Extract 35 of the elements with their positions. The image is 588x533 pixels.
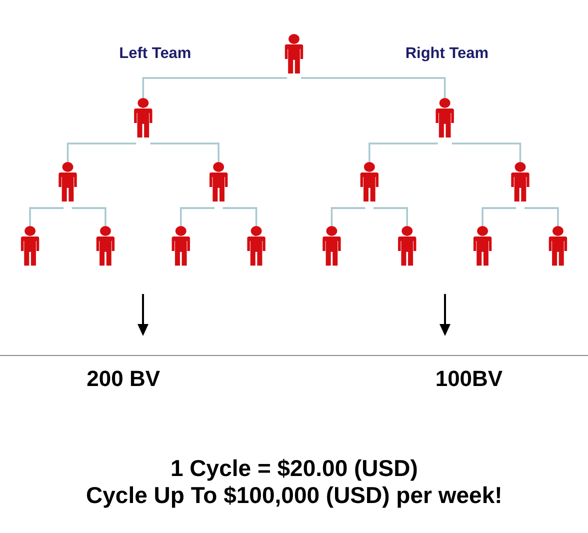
node-person [58, 162, 77, 202]
note-text: 1 Cycle = $20.00 (USD) [170, 455, 418, 482]
team-label: Left Team [119, 44, 192, 63]
node-person [322, 226, 341, 266]
connector [222, 207, 258, 227]
volume-value: 200 BV [86, 366, 160, 392]
node-person [20, 226, 40, 266]
node-person [247, 226, 266, 266]
connector [66, 142, 136, 163]
connector [368, 142, 438, 163]
node-person [284, 34, 304, 74]
node-person [398, 226, 416, 266]
connector [330, 207, 366, 227]
node-person [134, 98, 152, 138]
node-person [210, 162, 228, 202]
node-person [548, 226, 568, 266]
volume-value: 100BV [435, 366, 503, 392]
team-label: Right Team [405, 44, 489, 63]
connector [29, 207, 64, 227]
connector [72, 207, 106, 227]
connector [374, 207, 408, 227]
connector [150, 142, 220, 163]
node-person [511, 162, 530, 202]
node-person [473, 226, 492, 266]
node-person [172, 226, 190, 266]
connector [180, 207, 214, 227]
connector [452, 142, 522, 163]
connector [142, 77, 287, 99]
node-person [436, 98, 454, 138]
node-person [96, 226, 115, 266]
connector [301, 77, 446, 99]
connector [482, 207, 516, 227]
note-text: Cycle Up To $100,000 (USD) per week! [86, 482, 502, 509]
node-person [360, 162, 378, 202]
connector [524, 207, 559, 227]
